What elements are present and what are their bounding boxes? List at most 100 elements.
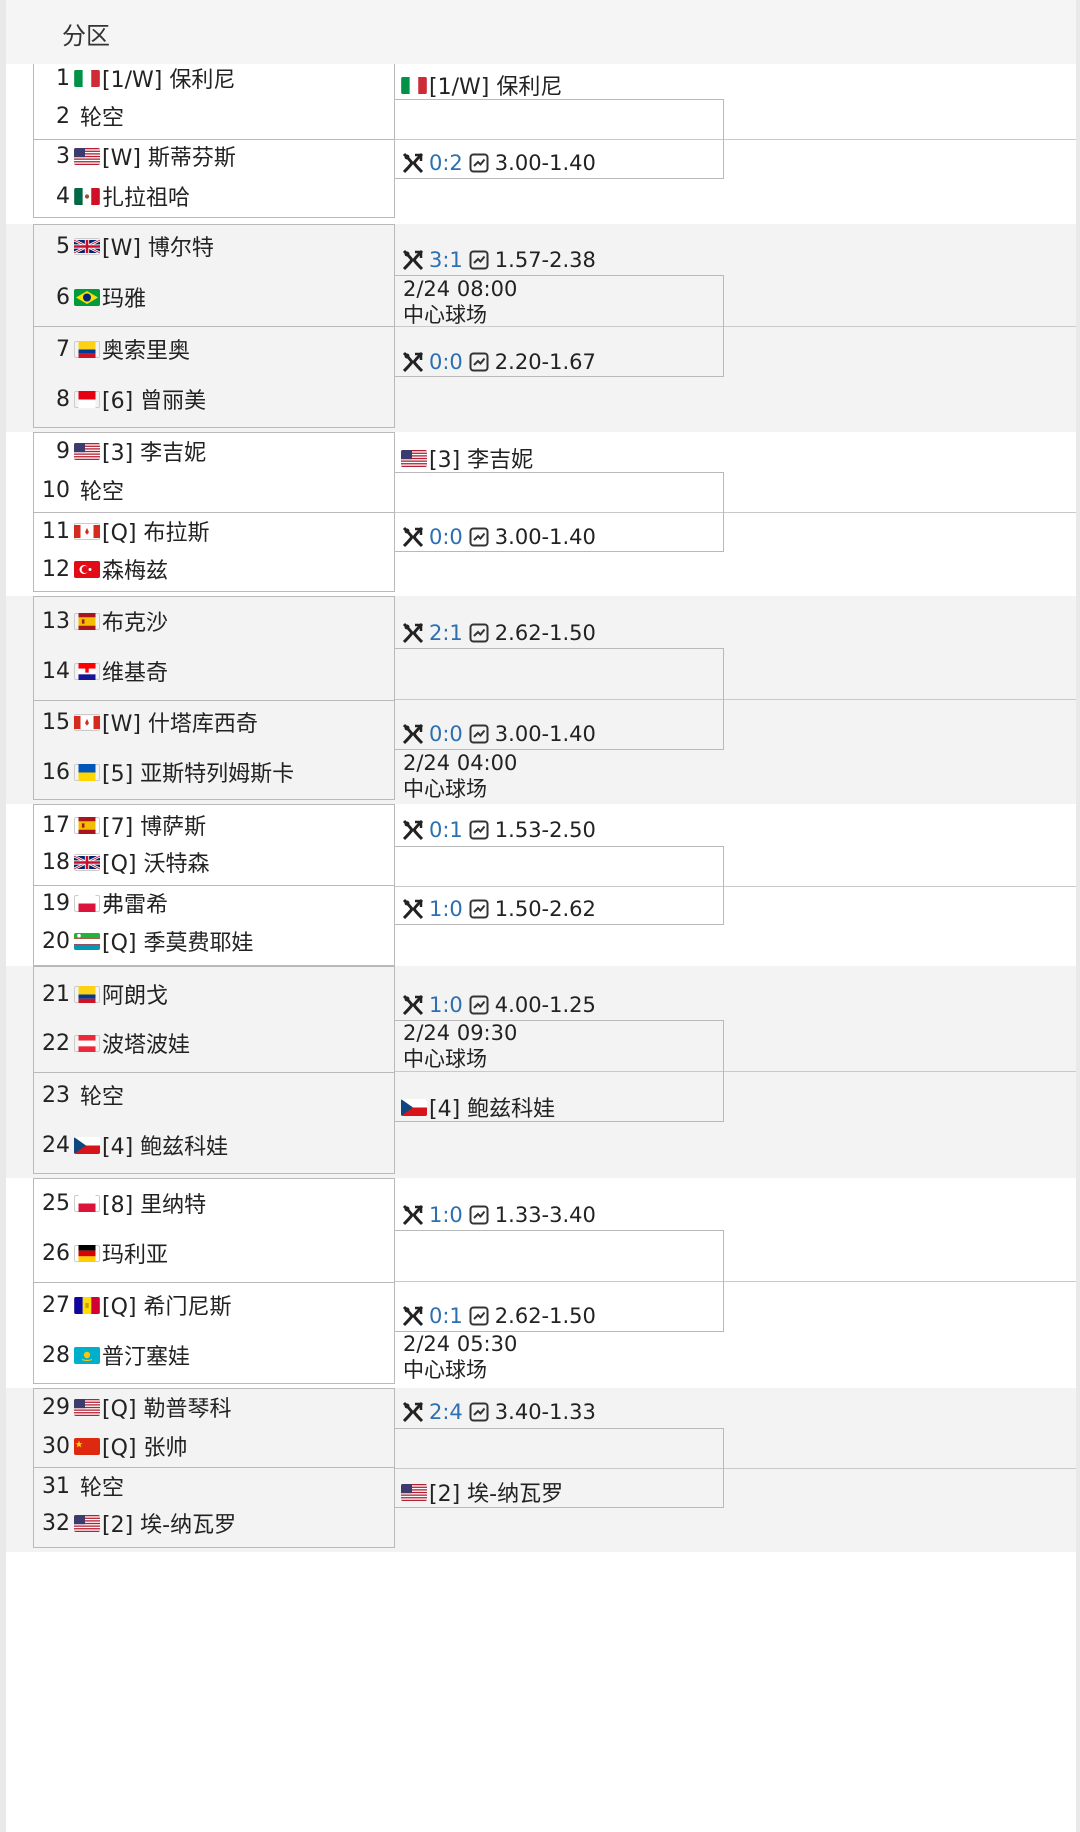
odds-chart-icon[interactable] [469,153,489,173]
player-row[interactable]: 9[3] 李吉妮 [42,434,206,468]
player-row[interactable]: 18[Q] 沃特森 [42,845,209,879]
odds-chart-icon[interactable] [469,995,489,1015]
odds-chart-icon[interactable] [469,1402,489,1422]
match-icon[interactable] [401,1304,425,1328]
player-row[interactable]: 32[2] 埃-纳瓦罗 [42,1506,236,1540]
match-icon[interactable] [401,722,425,746]
match-icon[interactable] [401,1203,425,1227]
match-score[interactable]: 3:1 [429,248,463,272]
player-row[interactable]: 16[5] 亚斯特列姆斯卡 [42,755,294,789]
match-score[interactable]: 1:0 [429,1203,463,1227]
match-icon[interactable] [401,621,425,645]
player-row[interactable]: 25[8] 里纳特 [42,1186,206,1220]
player-row[interactable]: 24[4] 鲍兹科娃 [42,1128,228,1162]
match-connector [395,1230,724,1332]
seed-number: 23 [42,1082,70,1108]
player-row[interactable]: 5[W] 博尔特 [42,229,214,263]
match-time: 2/24 09:30 [403,1021,518,1045]
player-row[interactable]: 17[7] 博萨斯 [42,808,206,842]
player-row[interactable]: 1[1/W] 保利尼 [42,61,235,95]
player-name: [Q] 季莫费耶娃 [102,931,254,956]
odds-chart-icon[interactable] [469,623,489,643]
odds-chart-icon[interactable] [469,527,489,547]
odds-chart-icon[interactable] [469,1306,489,1326]
player-row[interactable]: 15[W] 什塔库西奇 [42,705,258,739]
advancing-player[interactable]: [1/W] 保利尼 [401,70,562,100]
player-row[interactable]: 8[6] 曾丽美 [42,382,206,416]
player-row[interactable]: 30[Q] 张帅 [42,1429,187,1463]
odds-chart-icon[interactable] [469,352,489,372]
odds-chart-icon[interactable] [469,820,489,840]
match-icon[interactable] [401,151,425,175]
odds-chart-icon[interactable] [469,899,489,919]
match-connector [395,648,724,750]
match-icon[interactable] [401,248,425,272]
match-icon[interactable] [401,993,425,1017]
match-score[interactable]: 0:1 [429,1304,463,1328]
advancing-player[interactable]: [2] 埃-纳瓦罗 [401,1477,563,1507]
player-name: [1/W] 保利尼 [429,75,563,100]
match-icon[interactable] [401,525,425,549]
flag-icon [74,390,100,408]
match-icon[interactable] [401,350,425,374]
advancing-player[interactable]: [3] 李吉妮 [401,443,533,473]
odds-chart-icon[interactable] [469,250,489,270]
player-row[interactable]: 27[Q] 希门尼斯 [42,1288,231,1322]
odds-chart-icon[interactable] [469,724,489,744]
match-score[interactable]: 0:2 [429,151,463,175]
player-row[interactable]: 29[Q] 勒普琴科 [42,1390,231,1424]
match-score[interactable]: 2:4 [429,1400,463,1424]
match-score[interactable]: 0:0 [429,525,463,549]
advancing-player[interactable]: [4] 鲍兹科娃 [401,1092,555,1122]
odds-chart-icon[interactable] [469,1205,489,1225]
match-icon[interactable] [401,897,425,921]
player-name: 维基奇 [102,661,169,686]
match-score[interactable]: 0:0 [429,722,463,746]
match-time: 2/24 08:00 [403,277,518,301]
match-icon[interactable] [401,1400,425,1424]
player-row[interactable]: 20[Q] 季莫费耶娃 [42,924,253,958]
player-row[interactable]: 3[W] 斯蒂芬斯 [42,139,236,173]
group-divider [33,139,395,140]
flag-icon [74,714,100,731]
group-divider [33,700,395,701]
group-divider [33,1072,395,1073]
seed-number: 24 [42,1132,70,1158]
match-score[interactable]: 1:0 [429,993,463,1017]
match-icon[interactable] [401,818,425,842]
match-time: 2/24 05:30 [403,1332,518,1356]
match-score[interactable]: 0:1 [429,818,463,842]
match-score[interactable]: 2:1 [429,621,463,645]
match-score[interactable]: 0:0 [429,350,463,374]
match-score[interactable]: 1:0 [429,897,463,921]
player-row[interactable]: 11[Q] 布拉斯 [42,514,209,548]
